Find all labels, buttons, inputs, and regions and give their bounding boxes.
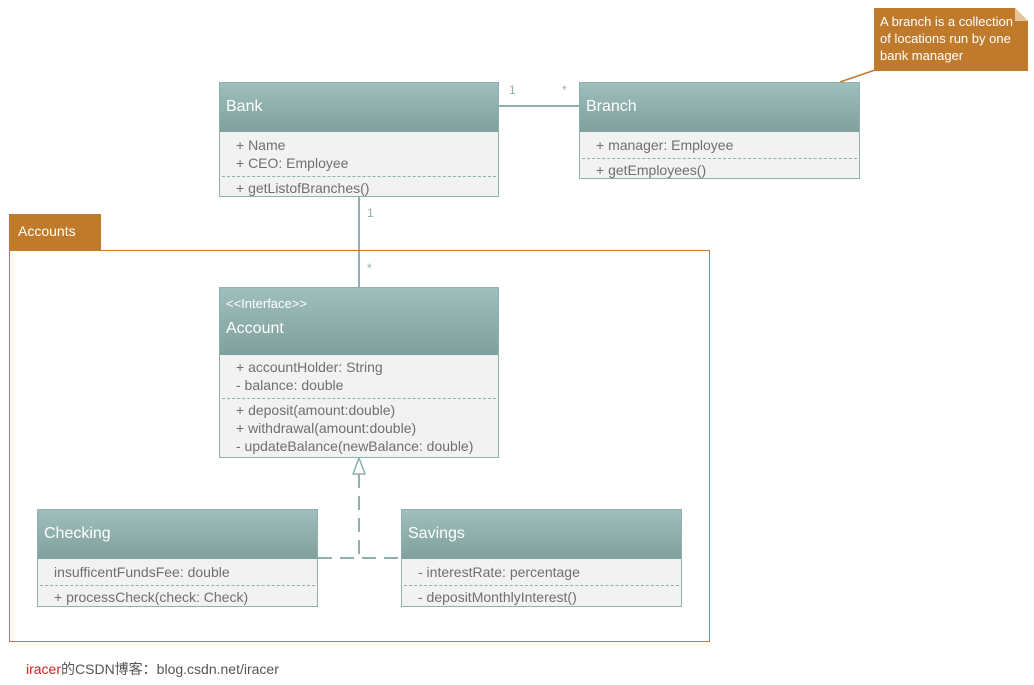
attribute: - interestRate: percentage — [418, 564, 580, 580]
package-tab[interactable]: Accounts — [9, 214, 101, 250]
note-text: A branch is a collection of locations ru… — [880, 14, 1013, 63]
class-account-header: <<Interface>> Account — [220, 288, 498, 355]
class-branch-header: Branch — [580, 83, 859, 132]
bank-account-target-multiplicity: * — [367, 261, 372, 275]
note-anchor-line — [839, 69, 876, 83]
class-branch-operations: + getEmployees() — [580, 159, 859, 183]
attribute: + CEO: Employee — [236, 155, 349, 171]
class-account[interactable]: <<Interface>> Account + accountHolder: S… — [219, 287, 499, 458]
attribute: insufficentFundsFee: double — [54, 564, 230, 580]
watermark-author: iracer — [26, 661, 62, 677]
note[interactable]: A branch is a collection of locations ru… — [874, 8, 1028, 71]
class-savings[interactable]: Savings - interestRate: percentage - dep… — [401, 509, 682, 607]
class-bank-attributes: + Name + CEO: Employee — [220, 132, 498, 176]
compartment-separator — [222, 398, 496, 399]
class-branch-name: Branch — [586, 98, 637, 115]
bank-account-source-multiplicity: 1 — [367, 206, 374, 220]
class-branch[interactable]: Branch + manager: Employee + getEmployee… — [579, 82, 860, 179]
operation: + withdrawal(amount:double) — [236, 420, 417, 436]
compartment-separator — [222, 176, 496, 177]
package-body — [9, 250, 710, 642]
class-checking-attributes: insufficentFundsFee: double — [38, 559, 317, 585]
compartment-separator — [40, 585, 315, 586]
class-account-operations: + deposit(amount:double) + withdrawal(am… — [220, 399, 498, 459]
attribute: + manager: Employee — [596, 137, 734, 153]
class-account-stereotype: <<Interface>> — [226, 296, 307, 311]
operation: + processCheck(check: Check) — [54, 589, 249, 605]
class-savings-operations: - depositMonthlyInterest() — [402, 586, 681, 610]
attribute: + Name — [236, 137, 286, 153]
class-savings-name: Savings — [408, 525, 465, 542]
operation: - depositMonthlyInterest() — [418, 589, 577, 605]
package-name: Accounts — [18, 223, 76, 239]
class-savings-header: Savings — [402, 510, 681, 559]
class-branch-attributes: + manager: Employee — [580, 132, 859, 158]
operation: + deposit(amount:double) — [236, 402, 396, 418]
class-checking-header: Checking — [38, 510, 317, 559]
operation: + getListofBranches() — [236, 180, 370, 196]
class-bank[interactable]: Bank + Name + CEO: Employee + getListofB… — [219, 82, 499, 197]
class-checking-name: Checking — [44, 525, 111, 542]
attribute: - balance: double — [236, 377, 344, 393]
watermark: iracer的CSDN博客：blog.csdn.net/iracer — [26, 659, 279, 679]
operation: + getEmployees() — [596, 162, 707, 178]
class-bank-operations: + getListofBranches() — [220, 177, 498, 201]
class-bank-name: Bank — [226, 98, 263, 115]
compartment-separator — [582, 158, 857, 159]
realization-arrowhead — [351, 455, 367, 475]
class-savings-attributes: - interestRate: percentage — [402, 559, 681, 585]
class-checking[interactable]: Checking insufficentFundsFee: double + p… — [37, 509, 318, 607]
class-checking-operations: + processCheck(check: Check) — [38, 586, 317, 610]
bank-branch-source-multiplicity: 1 — [509, 83, 516, 97]
watermark-rest: 的CSDN博客：blog.csdn.net/iracer — [61, 661, 279, 677]
class-account-name: Account — [226, 320, 284, 337]
compartment-separator — [404, 585, 679, 586]
class-bank-header: Bank — [220, 83, 498, 132]
class-account-attributes: + accountHolder: String - balance: doubl… — [220, 355, 498, 398]
attribute: + accountHolder: String — [236, 359, 383, 375]
operation: - updateBalance(newBalance: double) — [236, 438, 474, 454]
bank-branch-target-multiplicity: * — [562, 83, 567, 97]
